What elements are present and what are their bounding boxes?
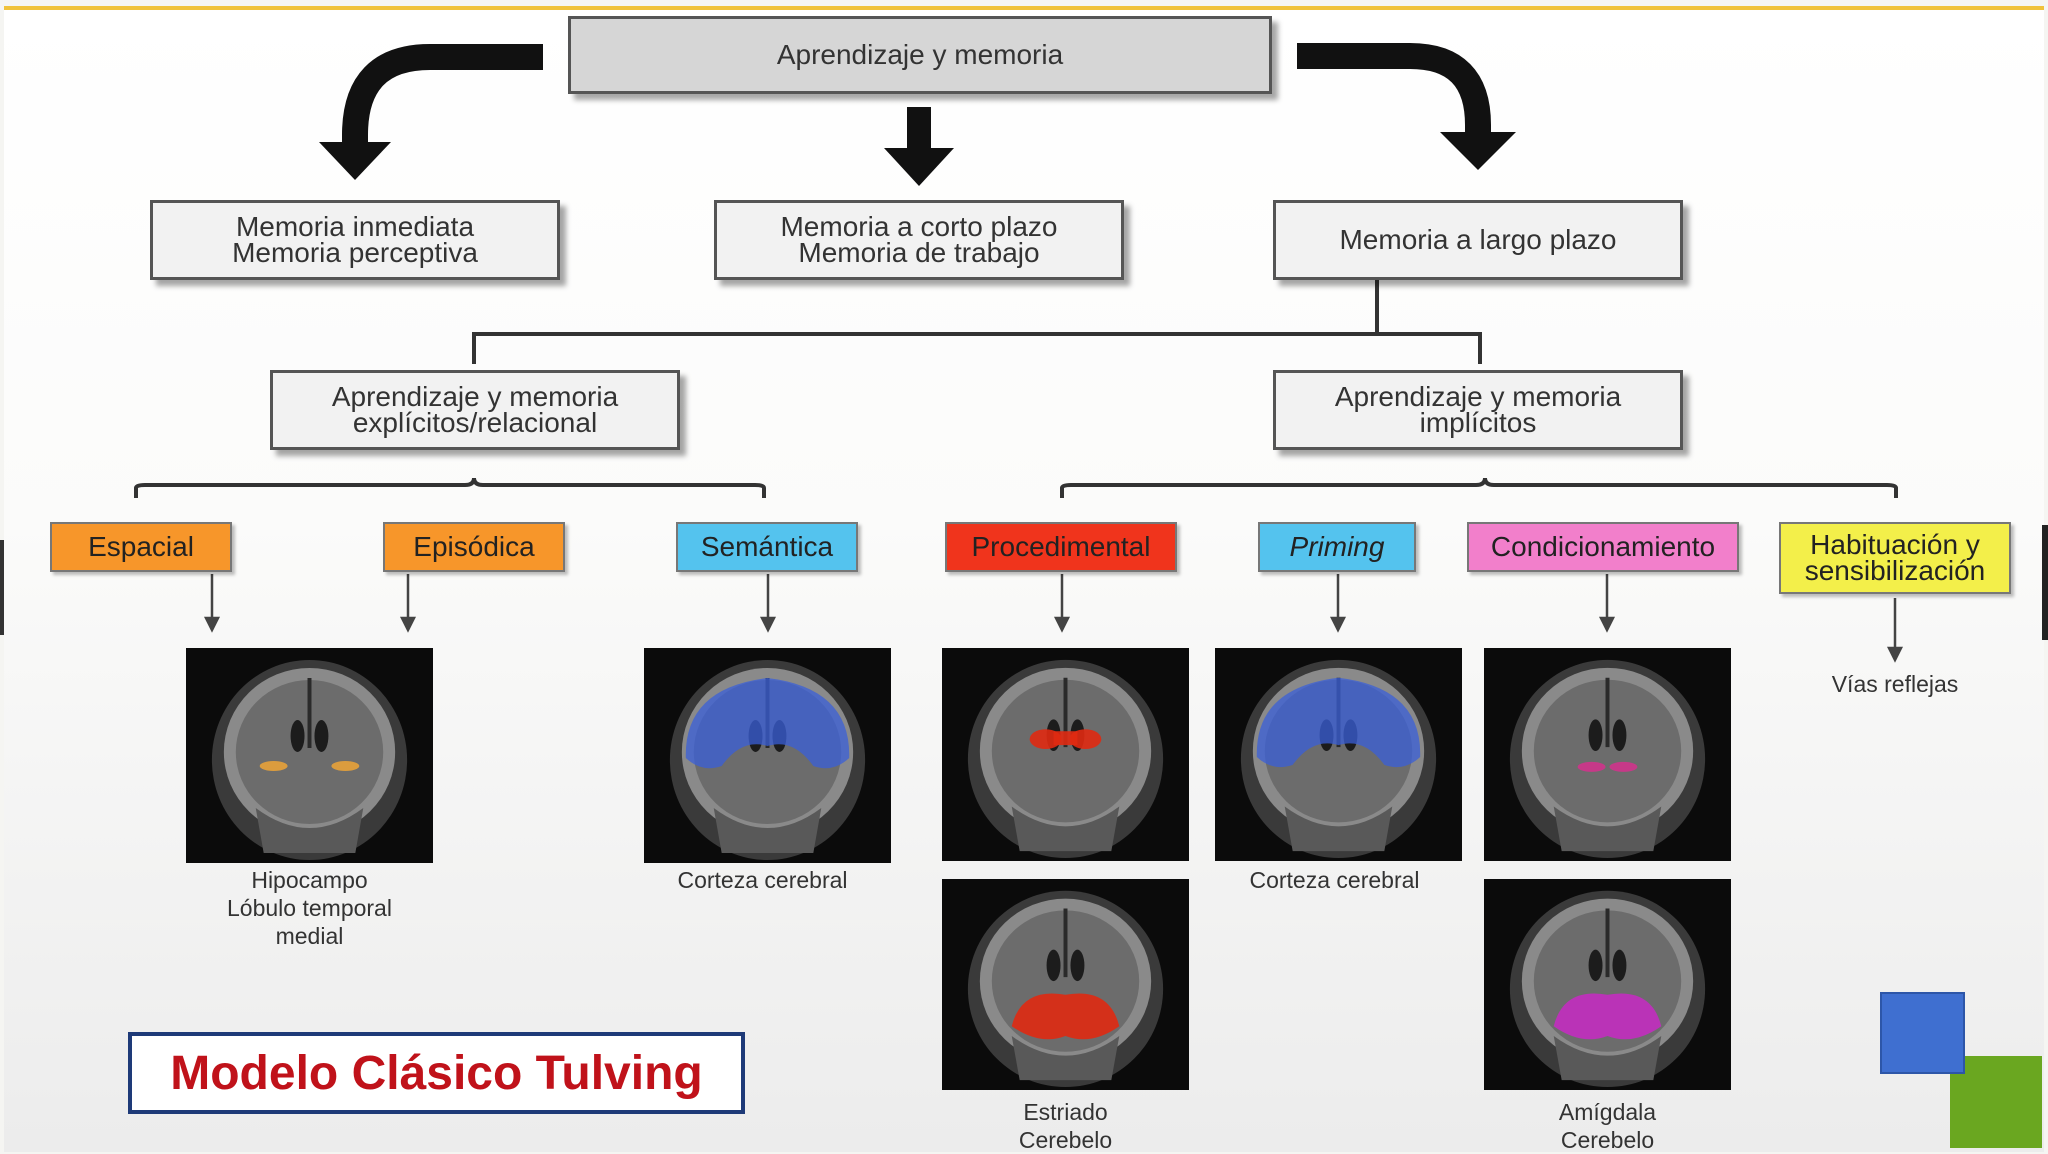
caption-corteza-semantica: Corteza cerebral [620, 866, 905, 894]
decor-green-square [1950, 1056, 2042, 1148]
tag-label: Priming [1289, 531, 1385, 562]
edge-mark [2042, 525, 2048, 640]
mri-corteza-semantica [644, 648, 891, 863]
tag-espacial: Espacial [50, 522, 232, 572]
bracket-explicit [134, 477, 766, 498]
node-implicitos: Aprendizaje y memoria implícitos [1273, 370, 1683, 450]
caption-line: Hipocampo [251, 867, 368, 893]
node-memoria-corto-plazo: Memoria a corto plazo Memoria de trabajo [714, 200, 1124, 280]
node-line: Memoria perceptiva [232, 237, 478, 268]
arrow-right [1297, 43, 1491, 135]
node-line: explícitos/relacional [352, 407, 598, 438]
node-line: implícitos [1419, 407, 1537, 438]
node-line: Memoria a largo plazo [1339, 224, 1617, 255]
node-line: Memoria inmediata [235, 211, 475, 242]
caption-line: Estriado [1023, 1099, 1108, 1125]
node-line: Aprendizaje y memoria [331, 381, 619, 412]
caption-line: Corteza cerebral [1249, 867, 1420, 893]
node-line: Memoria a corto plazo [780, 211, 1058, 242]
decor-blue-square [1880, 992, 1965, 1074]
bracket-implicit [1060, 477, 1898, 498]
tag-procedimental: Procedimental [945, 522, 1177, 572]
root-label: Aprendizaje y memoria [776, 39, 1064, 70]
root-node: Aprendizaje y memoria [568, 16, 1272, 94]
mri-scan-graphic [1215, 648, 1462, 861]
mri-corteza-priming [1215, 648, 1462, 861]
tag-label: Semántica [700, 531, 834, 562]
arrow-left-head [319, 142, 391, 180]
caption-line: medial [275, 923, 344, 949]
tag-priming: Priming [1258, 522, 1416, 572]
tag-label: Condicionamiento [1490, 531, 1716, 562]
mri-scan-graphic [1484, 879, 1731, 1090]
edge-mark-left [0, 540, 4, 635]
tag-episodica: Episódica [383, 522, 565, 572]
mri-estriado [942, 648, 1189, 861]
caption-line: Vías reflejas [1831, 671, 1959, 697]
title-text: Modelo Clásico Tulving [170, 1046, 703, 1100]
arrow-left [342, 44, 543, 145]
tag-label: Procedimental [971, 531, 1151, 562]
mri-cerebelo-red [942, 879, 1189, 1090]
mri-cerebelo-magenta [1484, 879, 1731, 1090]
node-line: Aprendizaje y memoria [1334, 381, 1622, 412]
tag-semantica: Semántica [676, 522, 858, 572]
arrow-center-head [884, 148, 954, 186]
caption-line: Lóbulo temporal [227, 895, 392, 921]
node-memoria-inmediata: Memoria inmediata Memoria perceptiva [150, 200, 560, 280]
caption-amigdala: Amígdala Cerebelo [1484, 1098, 1731, 1154]
tag-condicionamiento: Condicionamiento [1467, 522, 1739, 572]
caption-line: Amígdala [1558, 1099, 1657, 1125]
mri-hipocampo [186, 648, 433, 863]
mri-scan-graphic [1484, 648, 1731, 861]
caption-estriado: Estriado Cerebelo [942, 1098, 1189, 1154]
node-line: Memoria de trabajo [798, 237, 1040, 268]
caption-hipocampo: Hipocampo Lóbulo temporal medial [186, 866, 433, 950]
caption-line: Cerebelo [1560, 1127, 1655, 1153]
tag-label: Episódica [413, 531, 535, 562]
mri-scan-graphic [644, 648, 891, 863]
caption-line: Cerebelo [1018, 1127, 1113, 1153]
caption-vias-reflejas: Vías reflejas [1790, 670, 2000, 698]
node-memoria-largo-plazo: Memoria a largo plazo [1273, 200, 1683, 280]
tag-label: Espacial [88, 531, 194, 562]
tag-label: Habituación y sensibilización [1804, 529, 1986, 586]
caption-corteza-priming: Corteza cerebral [1192, 866, 1477, 894]
mri-scan-graphic [942, 648, 1189, 861]
mri-scan-graphic [942, 879, 1189, 1090]
arrow-center-shaft [907, 107, 931, 152]
caption-line: Corteza cerebral [677, 867, 848, 893]
node-explicitos: Aprendizaje y memoria explícitos/relacio… [270, 370, 680, 450]
mri-scan-graphic [186, 648, 433, 863]
arrow-right-head [1440, 132, 1516, 170]
title-box: Modelo Clásico Tulving [128, 1032, 745, 1114]
tag-habituacion: Habituación y sensibilización [1779, 522, 2011, 594]
mri-amigdala [1484, 648, 1731, 861]
